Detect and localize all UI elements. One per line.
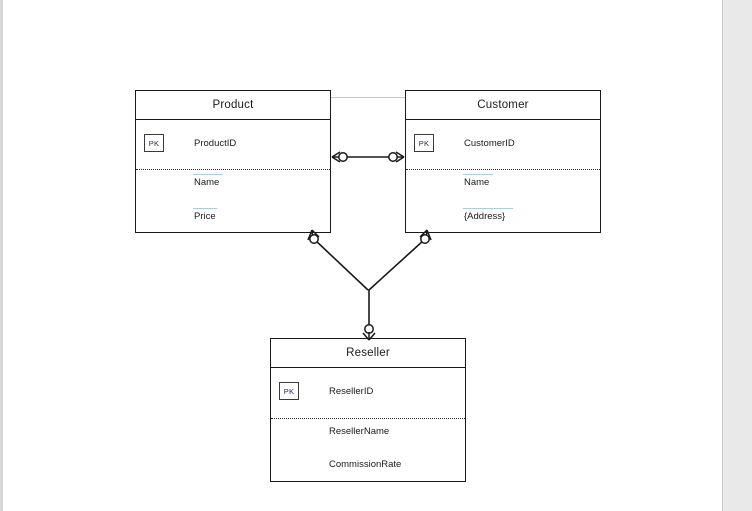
entity-customer-title: Customer [477, 99, 529, 111]
key-separator [406, 169, 600, 170]
page-right-rule [722, 0, 723, 511]
attribute-name: {Address} [464, 211, 506, 222]
relationship-product-reseller[interactable] [307, 229, 369, 291]
key-separator [136, 169, 330, 170]
attribute-row[interactable]: {Address} [406, 204, 600, 226]
attribute-row[interactable]: Price [136, 204, 330, 226]
attribute-name: ResellerName [329, 426, 390, 437]
attribute-name: CommissionRate [329, 459, 402, 470]
entity-product-body: PK ProductID Name Price [136, 120, 330, 231]
key-separator [271, 418, 465, 419]
attribute-row[interactable]: ResellerName [271, 419, 465, 441]
attribute-underline [463, 174, 493, 175]
attribute-row[interactable]: PK CustomerID [406, 132, 600, 154]
alignment-guide-horizontal [328, 97, 406, 98]
zero-cardinality-circle [309, 234, 319, 244]
attribute-row[interactable]: PK ProductID [136, 132, 330, 154]
attribute-name: CustomerID [464, 137, 515, 149]
attribute-row[interactable]: CommissionRate [271, 452, 465, 474]
attribute-underline [463, 208, 513, 209]
entity-reseller-header: Reseller [271, 339, 465, 368]
attribute-underline [193, 208, 217, 209]
page-left-margin-strip [0, 0, 3, 511]
entity-reseller[interactable]: Reseller PK ResellerID ResellerName Comm… [270, 338, 466, 482]
page-right-margin-strip [723, 0, 752, 511]
attribute-row[interactable]: PK ResellerID [271, 380, 465, 402]
entity-product-title: Product [212, 99, 254, 111]
crowsfoot-product-side [331, 151, 348, 163]
entity-customer-body: PK CustomerID Name {Address} [406, 120, 600, 231]
pk-badge: PK [144, 134, 164, 152]
attribute-row[interactable]: Name [136, 170, 330, 192]
attribute-name: Name [194, 177, 220, 188]
attribute-name: Name [464, 177, 490, 188]
entity-product-header: Product [136, 91, 330, 120]
zero-cardinality-circle [338, 152, 348, 162]
entity-customer-header: Customer [406, 91, 600, 120]
pk-badge: PK [279, 382, 299, 400]
entity-reseller-body: PK ResellerID ResellerName CommissionRat… [271, 368, 465, 480]
attribute-name: ResellerID [329, 385, 374, 397]
zero-cardinality-circle [420, 234, 430, 244]
attribute-row[interactable]: Name [406, 170, 600, 192]
entity-reseller-title: Reseller [346, 347, 390, 359]
relationship-customer-reseller[interactable] [368, 229, 432, 291]
er-diagram-canvas[interactable]: Product PK ProductID Name Price [3, 0, 722, 511]
relationship-product-customer[interactable] [331, 151, 405, 163]
zero-cardinality-circle [388, 152, 398, 162]
entity-product[interactable]: Product PK ProductID Name Price [135, 90, 331, 233]
attribute-name: Price [194, 211, 216, 222]
connector-junction-to-reseller[interactable] [362, 289, 376, 341]
attribute-underline [193, 174, 223, 175]
entity-customer[interactable]: Customer PK CustomerID Name {Address} [405, 90, 601, 233]
crowsfoot-customer-side [388, 151, 405, 163]
zero-cardinality-circle [364, 324, 374, 334]
pk-badge: PK [414, 134, 434, 152]
attribute-name: ProductID [194, 137, 237, 149]
